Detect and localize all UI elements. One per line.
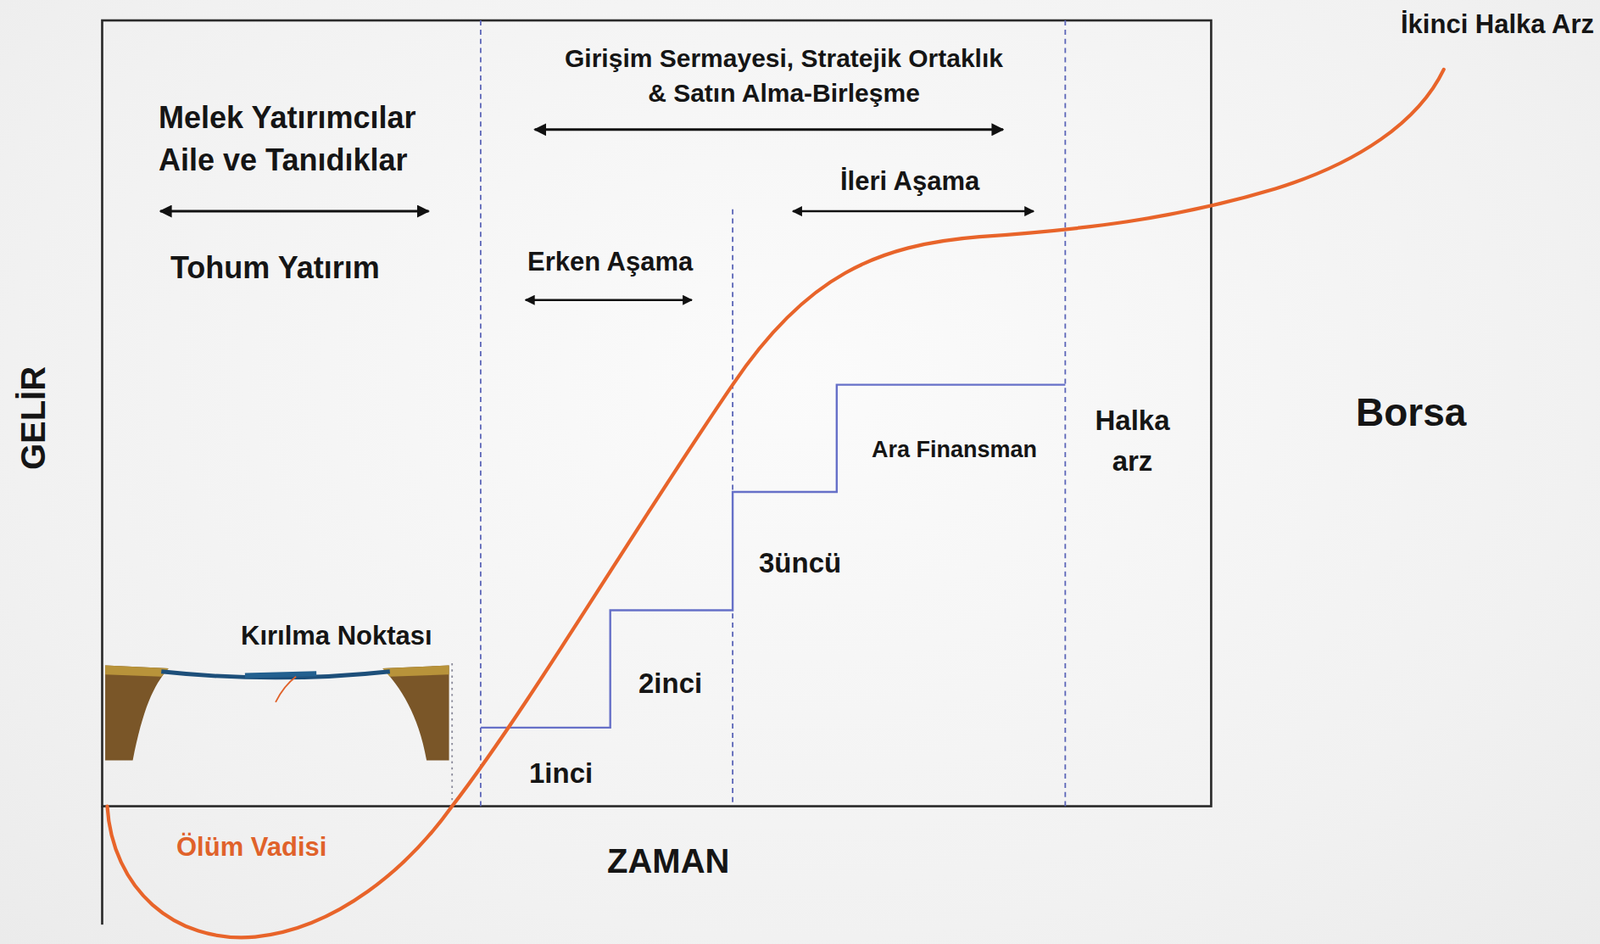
span-arrow <box>535 128 1004 131</box>
round-label: 2inci <box>638 666 703 701</box>
stage-label: Girişim Sermayesi, Stratejik Ortaklık & … <box>563 40 1005 111</box>
stage-divider <box>1064 20 1066 806</box>
milestone-label: İkinci Halka Arz <box>1400 8 1595 40</box>
round-label: 3üncü <box>758 546 842 580</box>
funding-steps <box>480 384 1065 728</box>
axis-line <box>100 806 104 926</box>
span-arrow <box>525 299 692 302</box>
market-label: Borsa <box>1355 389 1467 436</box>
span-arrow <box>792 210 1034 212</box>
stage-label: İleri Aşama <box>840 165 980 197</box>
dotted-divider <box>451 663 453 806</box>
round-label: Ara Finansman <box>871 435 1037 463</box>
plot-frame <box>101 20 1211 806</box>
span-arrow <box>160 210 429 213</box>
round-label: 1inci <box>529 756 593 791</box>
revenue-curve <box>106 69 1444 937</box>
stage-divider <box>479 20 482 806</box>
milestone-label: Kırılma Noktası <box>240 619 433 652</box>
investor-label: Melek Yatırımcılar Aile ve Tanıdıklar <box>158 96 420 182</box>
stage-label: Tohum Yatırım <box>170 249 380 286</box>
milestone-label: Halka arz <box>1092 400 1172 482</box>
bridge-illustration <box>105 665 449 761</box>
axis-label: ZAMAN <box>607 840 730 881</box>
region-label: Ölüm Vadisi <box>176 830 327 863</box>
axis-label: GELİR <box>12 366 54 470</box>
stage-label: Erken Aşama <box>527 245 693 278</box>
